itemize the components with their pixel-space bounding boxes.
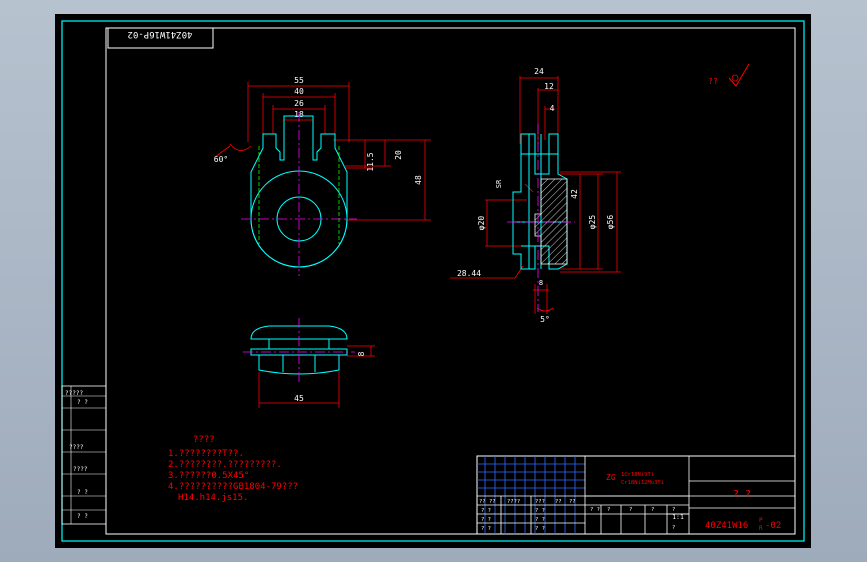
dim-45: 45 [294, 394, 304, 403]
drawing-code-r: R [759, 525, 763, 532]
tb-row-mark-2: ?? [489, 499, 496, 505]
dim-4: 4 [550, 104, 555, 113]
dim-8-side: 8 [539, 279, 543, 287]
section-hatch [534, 178, 568, 265]
tb-cell-a: ? ? [481, 508, 491, 514]
drawing-code-suffix: -02 [765, 521, 781, 531]
dim-20: 20 [394, 150, 403, 160]
dim-26: 26 [294, 99, 304, 108]
dim-40: 40 [294, 87, 304, 96]
dim-5deg: 5° [540, 315, 550, 324]
tb-cell-i: ? [629, 507, 632, 513]
dim-12: 12 [544, 82, 554, 91]
note-1: 1.????????T??. [168, 449, 244, 459]
tb-cell-j: ? [651, 507, 654, 513]
drawing-code: 40Z41W16 [705, 521, 748, 531]
tb-cell-h: ? [607, 507, 610, 513]
tb-cell-b: ? ? [481, 517, 491, 523]
side-view: 24 12 4 42 φ25 φ56 φ20 28.44 8 5° SR [450, 67, 621, 324]
note-2: 2.????????.?????????. [168, 460, 282, 470]
tb-cell-c: ? ? [481, 526, 491, 532]
inner-border [105, 27, 796, 535]
front-view: 55 40 26 18 11.5 20 48 60° [214, 76, 431, 276]
left-table: ????? ? ? ???? ???? ? ? ? ? [61, 385, 107, 525]
tb-row-mark-4: ??? [535, 499, 545, 505]
drawing-canvas[interactable]: 40Z41W16 P-02 [55, 14, 811, 548]
material-zg: ZG [606, 473, 616, 482]
material-line-2: Cr18Ni12Mo3Ti [621, 480, 664, 486]
dim-sr: SR [495, 179, 503, 188]
dim-42: 42 [570, 189, 579, 199]
dim-phi56: φ56 [606, 215, 615, 230]
dim-24: 24 [534, 67, 544, 76]
note-3: 3.??????0.5X45° [168, 471, 249, 481]
cad-drawing: 40Z41W16 P-02 [61, 20, 805, 542]
technical-notes: ???? 1.????????T??. 2.????????.?????????… [168, 435, 298, 503]
left-table-cell-4: ???? [73, 466, 88, 473]
dim-8-bottom: 8 [357, 351, 366, 356]
left-table-cell-6: ? ? [77, 513, 88, 520]
left-table-cell-2: ? ? [77, 399, 88, 406]
roughness-symbol: ?? [708, 63, 750, 87]
dim-11-5: 11.5 [366, 152, 375, 171]
dim-55: 55 [294, 76, 304, 85]
roughness-text: ?? [708, 77, 718, 86]
title-block: ZG 1Cr18Ni9Ti Cr18Ni12Mo3Ti ? ? 1:1 40Z4… [476, 455, 796, 535]
material-line-1: 1Cr18Ni9Ti [621, 472, 654, 478]
tb-cell-l: ? [672, 525, 675, 531]
left-table-cell-3: ???? [69, 444, 84, 451]
scale-value: 1:1 [672, 513, 684, 521]
tb-row-mark-5: ?? [555, 499, 562, 505]
tb-row-mark-3: ???? [507, 499, 520, 505]
part-name: ? ? [733, 489, 751, 500]
tb-cell-k: ? [672, 507, 675, 513]
note-4: 4.??????????GB1804-79??? [168, 482, 298, 492]
dim-phi25: φ25 [588, 215, 597, 230]
outer-border [61, 20, 805, 542]
bottom-view: 45 8 [243, 318, 375, 408]
drawing-code-p: P [759, 517, 763, 524]
dim-48: 48 [414, 175, 423, 185]
dim-phi20: φ20 [477, 216, 486, 231]
tb-cell-g: ? ? [590, 507, 600, 513]
note-5: H14.h14.js15. [178, 493, 248, 503]
dim-28-44: 28.44 [457, 269, 481, 278]
notes-title: ???? [193, 435, 215, 445]
dim-60deg: 60° [214, 155, 228, 164]
left-table-cell-1: ????? [65, 390, 83, 397]
left-table-cell-5: ? ? [77, 489, 88, 496]
code-box-top: 40Z41W16P-02 [107, 28, 214, 49]
tb-cell-f: ? ? [535, 526, 545, 532]
code-top-text: 40Z41W16P-02 [127, 29, 192, 39]
tb-row-mark-6: ?? [569, 499, 576, 505]
tb-cell-e: ? ? [535, 517, 545, 523]
tb-row-mark-1: ?? [479, 499, 486, 505]
tb-cell-d: ? ? [535, 508, 545, 514]
